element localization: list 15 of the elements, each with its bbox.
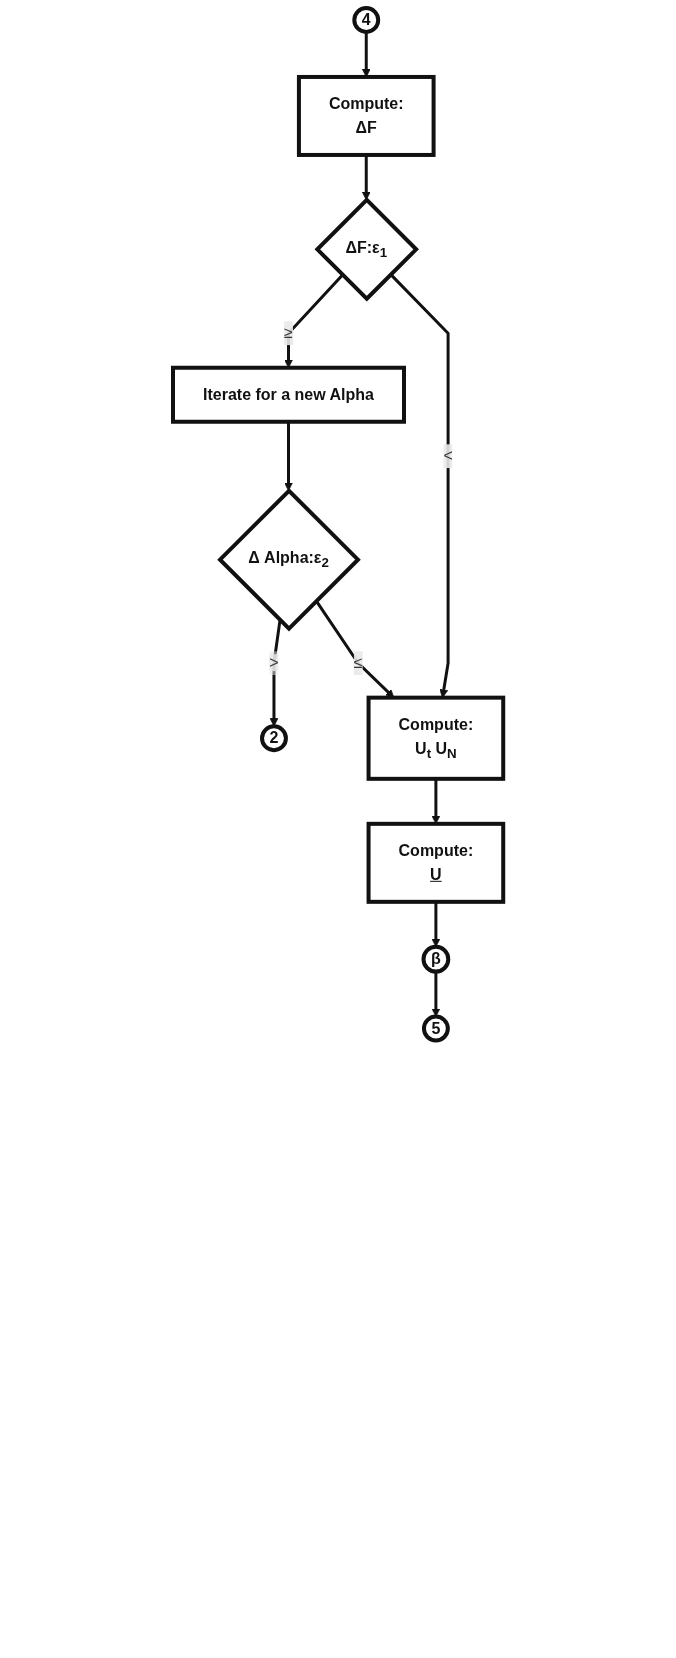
node-circle: β: [421, 944, 451, 974]
node-box: Compute: ΔF: [296, 74, 436, 157]
node-diamond: ΔF:ε$_{1}$: [314, 197, 419, 302]
arrow: [431, 971, 441, 1017]
node-circle: 4: [352, 6, 381, 34]
node-box: Compute: U: [366, 821, 506, 904]
node-circle: 2: [259, 724, 288, 753]
node-circle: 5: [421, 1014, 450, 1043]
edge-label: >: [269, 654, 279, 672]
edge-label: <: [443, 447, 453, 465]
node-box: Iterate for a new Alpha: [170, 365, 406, 424]
edge-label: ≤: [353, 654, 363, 672]
node-box: Compute: U$_{t}$ U$_{N}$: [366, 695, 506, 781]
node-diamond: Δ Alpha:ε$_{2}$: [217, 487, 361, 632]
edge-label: ≥: [284, 324, 293, 342]
